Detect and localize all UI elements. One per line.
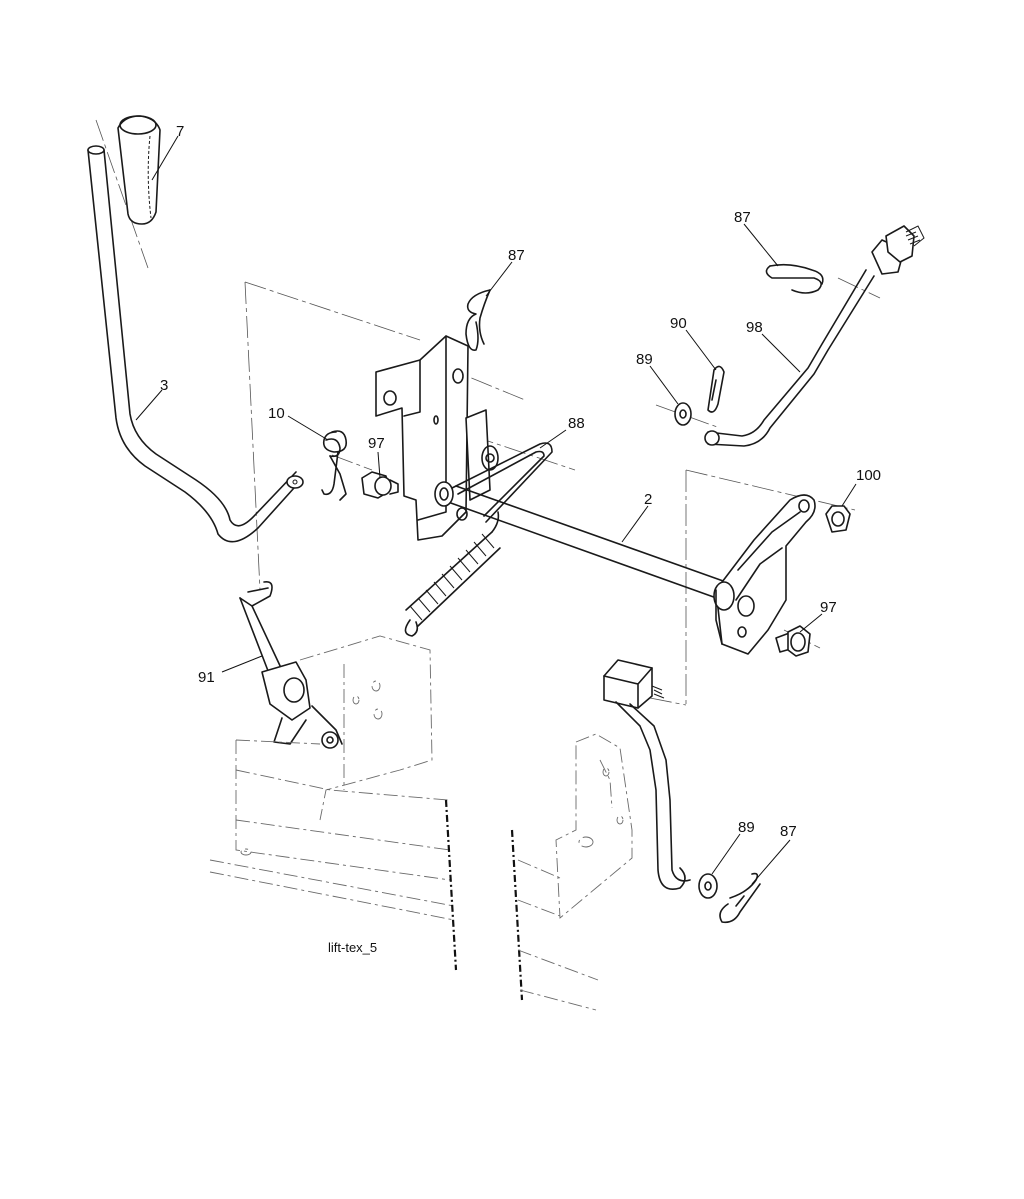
callout-10: 10	[268, 405, 329, 441]
callout-7: 7	[151, 123, 184, 181]
mower-deck-right-phantom	[510, 829, 599, 1011]
callout-97-upper: 97	[368, 435, 385, 479]
svg-text:10: 10	[268, 405, 285, 422]
svg-text:88: 88	[568, 415, 585, 432]
handle-grip	[117, 115, 161, 225]
flat-washer-lower	[698, 873, 718, 899]
svg-text:2: 2	[644, 491, 652, 508]
callout-3: 3	[135, 377, 168, 421]
cotter-pin	[707, 365, 725, 413]
hairpin-clip-lower	[719, 872, 761, 924]
mounting-bracket	[375, 335, 499, 541]
callout-91: 91	[198, 655, 263, 686]
callout-97-lower: 97	[799, 599, 837, 633]
left-deck-hanger-phantom	[299, 635, 433, 821]
svg-text:87: 87	[508, 247, 525, 264]
svg-text:98: 98	[746, 319, 763, 336]
lift-handle-rod	[87, 145, 304, 543]
bolt-lower	[775, 625, 811, 657]
svg-text:97: 97	[368, 435, 385, 452]
callout-89-lower: 89	[711, 819, 755, 875]
callout-2: 2	[621, 491, 652, 543]
flat-washer-upper	[674, 402, 692, 426]
svg-text:87: 87	[780, 823, 797, 840]
mower-deck-left-phantom	[209, 739, 458, 971]
svg-text:100: 100	[856, 467, 881, 484]
svg-text:87: 87	[734, 209, 751, 226]
svg-text:91: 91	[198, 669, 215, 686]
callout-87-upper: 87	[485, 247, 525, 297]
bolt-upper	[361, 471, 399, 499]
extension-spring	[404, 511, 501, 637]
hairpin-clip-right	[765, 263, 824, 294]
svg-text:89: 89	[738, 819, 755, 836]
right-lift-link	[603, 659, 691, 890]
hairpin-clip-upper	[465, 289, 491, 351]
svg-text:90: 90	[670, 315, 687, 332]
cross-shaft	[434, 481, 727, 601]
svg-text:3: 3	[160, 377, 168, 394]
lift-arm-bracket	[713, 494, 816, 655]
callout-87-lower: 87	[751, 823, 797, 885]
svg-text:97: 97	[820, 599, 837, 616]
callout-100: 100	[841, 467, 881, 507]
callout-88: 88	[539, 415, 585, 449]
spring-retainer-wire	[451, 442, 553, 523]
drawing-caption: lift-tex_5	[328, 940, 377, 955]
callout-98: 98	[746, 319, 801, 373]
torsion-spring	[321, 430, 348, 501]
left-lift-link	[239, 580, 343, 749]
svg-text:89: 89	[636, 351, 653, 368]
callout-89-upper: 89	[636, 351, 679, 405]
callout-90: 90	[670, 315, 717, 371]
hex-nut	[825, 505, 851, 533]
callout-87-right: 87	[734, 209, 779, 267]
svg-text:7: 7	[176, 123, 184, 140]
linkage-rod-upper	[704, 225, 925, 447]
right-deck-hanger-phantom	[555, 733, 633, 919]
